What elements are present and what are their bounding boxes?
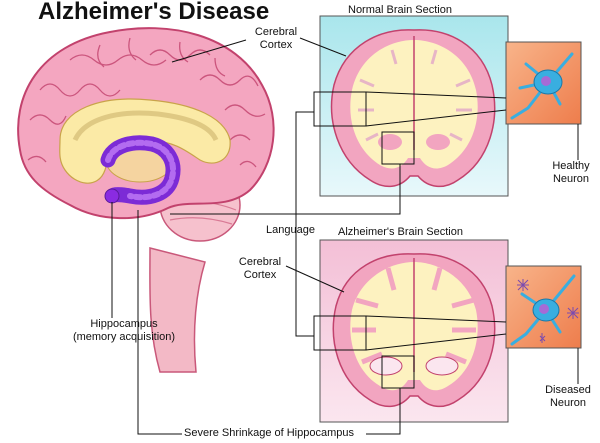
cortex-label-bottom-line1: Cerebral <box>238 256 282 268</box>
callout-lines <box>111 37 579 435</box>
cortex-label-top: Cerebral Cortex <box>248 26 304 52</box>
diseased-neuron-inset <box>505 265 582 349</box>
hippocampus-label-line2: (memory acquisition) <box>72 331 176 343</box>
cortex-label-bottom-line2: Cortex <box>243 269 277 281</box>
normal-section <box>313 15 509 197</box>
normal-section-title: Normal Brain Section <box>348 4 452 16</box>
page-title: Alzheimer's Disease <box>38 0 270 25</box>
shrinkage-label: Severe Shrinkage of Hippocampus <box>184 427 354 439</box>
healthy-neuron-label-line1: Healthy <box>552 160 590 172</box>
diseased-neuron-label-line2: Neuron <box>549 397 587 409</box>
hippocampus-label: Hippocampus (memory acquisition) <box>64 318 184 344</box>
alz-section <box>313 239 509 423</box>
cortex-label-bottom: Cerebral Cortex <box>232 256 288 282</box>
diseased-neuron-label: Diseased Neuron <box>540 384 596 410</box>
normal-hippo-zoom-box <box>381 131 415 165</box>
hippocampus-label-line1: Hippocampus <box>90 318 158 330</box>
alz-hippo-zoom-box <box>381 355 415 389</box>
side-brain <box>17 27 275 373</box>
alz-section-title: Alzheimer's Brain Section <box>338 226 463 238</box>
cortex-label-top-line2: Cortex <box>259 39 293 51</box>
diseased-neuron-label-line1: Diseased <box>545 384 591 396</box>
healthy-neuron-label: Healthy Neuron <box>546 160 596 186</box>
amyloid-plaques <box>517 279 579 343</box>
healthy-neuron-label-line2: Neuron <box>552 173 590 185</box>
healthy-neuron-inset <box>505 41 582 125</box>
brain-stem <box>149 247 206 373</box>
cortex-label-top-line1: Cerebral <box>254 26 298 38</box>
normal-cortex-zoom-box <box>313 91 367 127</box>
language-label: Language <box>266 224 315 236</box>
alz-cortex-zoom-box <box>313 315 367 351</box>
